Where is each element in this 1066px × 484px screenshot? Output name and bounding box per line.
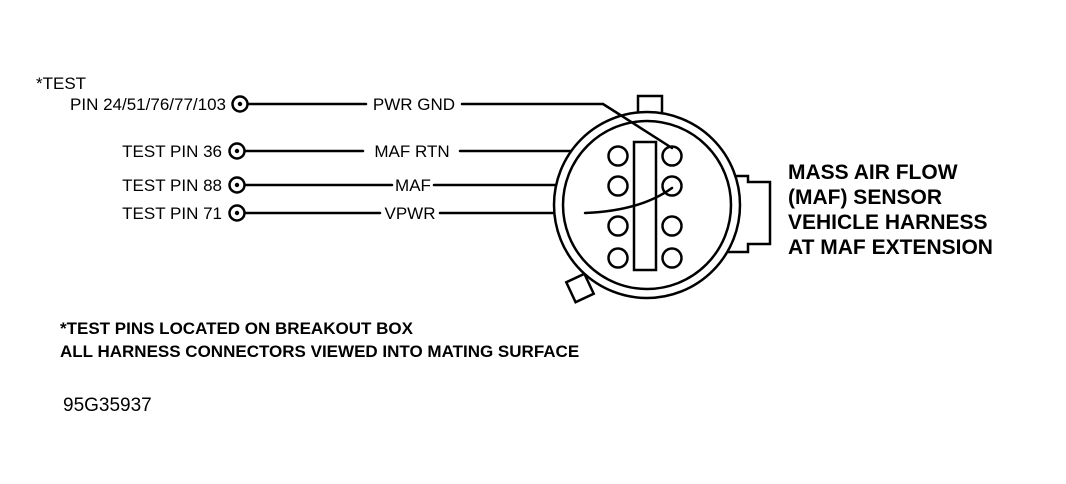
sensor-title-line-2: (MAF) SENSOR — [788, 186, 942, 209]
wire-label-vpwr: VPWR — [385, 204, 436, 223]
connector-cavity-2 — [661, 145, 683, 167]
sensor-title-line-1: MASS AIR FLOW — [788, 161, 958, 184]
test-pin-71-label: TEST PIN 71 — [122, 204, 222, 223]
sensor-title-line-4: AT MAF EXTENSION — [788, 236, 993, 259]
connector-cavity-7 — [607, 247, 629, 269]
connector-cavity-6 — [661, 215, 683, 237]
connector-cavity-8 — [661, 247, 683, 269]
wire-vpwr-connector-segment — [583, 186, 674, 215]
connector-cavity-5 — [607, 215, 629, 237]
test-pin-88-label: TEST PIN 88 — [122, 176, 222, 195]
note-line-1: *TEST PINS LOCATED ON BREAKOUT BOX — [60, 319, 414, 338]
figure-code: 95G35937 — [63, 395, 152, 416]
maf-connector — [552, 94, 772, 304]
connector-inner-rim — [561, 119, 733, 291]
note-line-2: ALL HARNESS CONNECTORS VIEWED INTO MATIN… — [60, 342, 579, 361]
test-note-marker: *TEST — [36, 74, 86, 93]
connector-cavity-1 — [607, 145, 629, 167]
test-pin-88-terminal — [228, 176, 246, 194]
wire-label-pwr-gnd: PWR GND — [373, 95, 455, 114]
test-pin-pwr-gnd-label: PIN 24/51/76/77/103 — [70, 95, 226, 114]
test-pin-36-terminal — [228, 142, 246, 160]
test-pin-36-label: TEST PIN 36 — [122, 142, 222, 161]
connector-bottom-latch — [564, 272, 596, 304]
sensor-title-line-3: VEHICLE HARNESS — [788, 211, 988, 234]
wire-label-maf-rtn: MAF RTN — [374, 142, 449, 161]
wire-pwr-gnd-connector-segment — [601, 102, 674, 150]
connector-cavity-3 — [607, 175, 629, 197]
wire-label-maf: MAF — [395, 176, 431, 195]
test-pin-71-terminal — [228, 204, 246, 222]
test-pin-pwr-gnd-terminal — [231, 95, 249, 113]
